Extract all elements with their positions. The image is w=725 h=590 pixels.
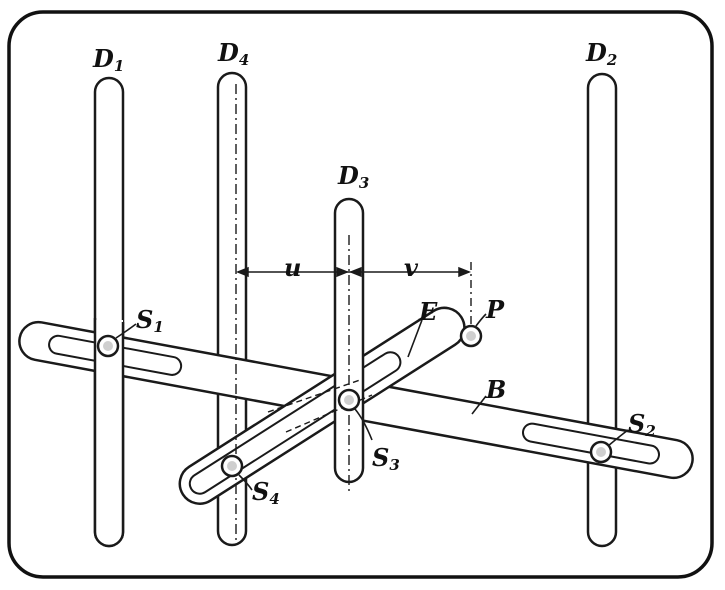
label-s4: S4 xyxy=(252,477,280,508)
leader-lines xyxy=(115,313,629,491)
pin-s2 xyxy=(589,440,613,464)
label-v: v xyxy=(404,253,419,282)
label-d4: D4 xyxy=(217,38,249,69)
label-u: u xyxy=(284,253,301,282)
bar-e-hidden-edge-1 xyxy=(267,379,361,413)
pin-s1 xyxy=(96,334,120,358)
rail-d1-end xyxy=(93,531,125,548)
rail-d1-over xyxy=(95,320,123,546)
label-s2: S2 xyxy=(628,409,656,440)
bar-e-hidden-edge-2 xyxy=(285,394,373,433)
label-d1: D1 xyxy=(92,44,124,75)
label-s3: S3 xyxy=(372,443,400,474)
pin-p xyxy=(459,324,483,348)
dimension-line xyxy=(235,266,472,278)
label-b: B xyxy=(485,375,506,404)
pin-s3 xyxy=(337,388,361,412)
pin-s4 xyxy=(220,454,244,478)
label-s1: S1 xyxy=(136,305,164,336)
rail-d2 xyxy=(586,72,618,548)
label-e: E xyxy=(418,297,438,326)
bar-b-slot-right xyxy=(522,422,660,465)
label-p: P xyxy=(485,295,505,324)
label-d3: D3 xyxy=(337,161,369,192)
label-d2: D2 xyxy=(585,38,617,69)
rail-d4 xyxy=(216,71,248,547)
